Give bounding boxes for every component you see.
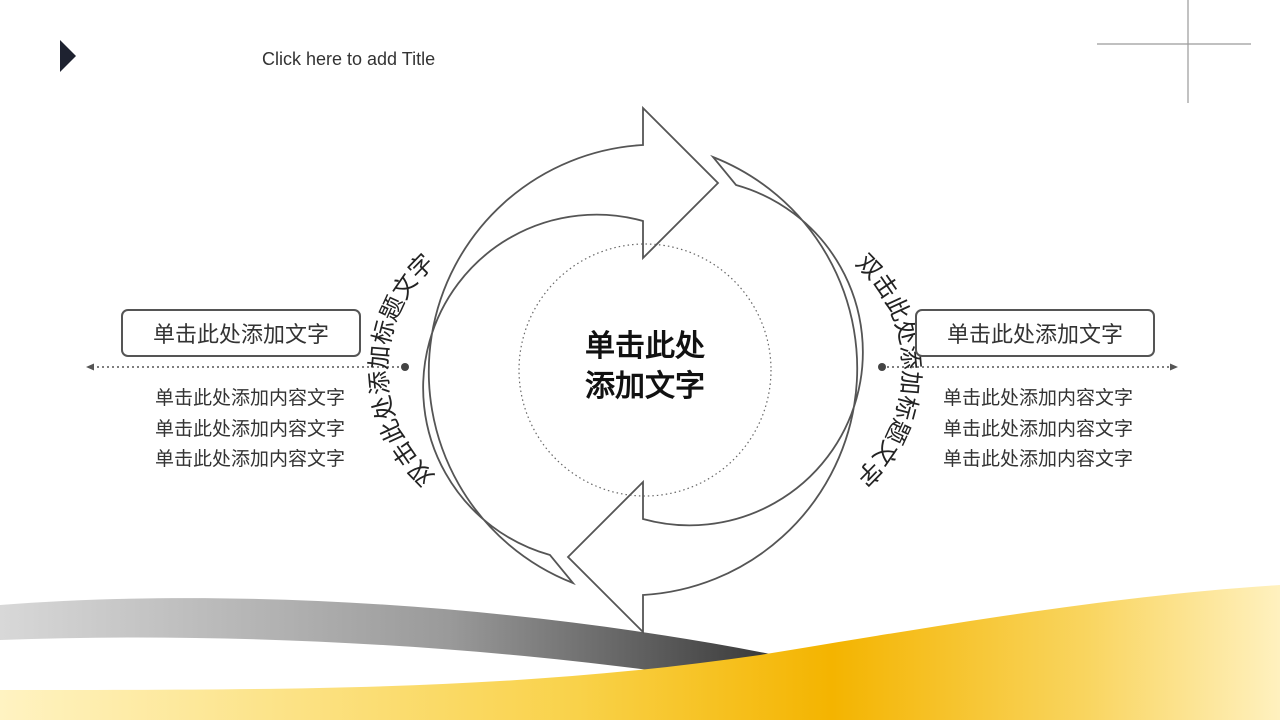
right-label-box[interactable]: 单击此处添加文字 [915,309,1155,357]
center-text[interactable]: 单击此处 添加文字 [555,327,735,407]
page-title[interactable]: Click here to add Title [262,49,436,69]
cycle-arrow-left [422,105,720,586]
center-text-line2: 添加文字 [585,369,705,404]
left-desc-line-3: 单击此处添加内容文字 [154,448,345,470]
inner-dotted-circle [518,243,772,497]
right-desc-line-3: 单击此处添加内容文字 [942,448,1133,470]
right-desc-line-2: 单击此处添加内容文字 [942,417,1133,440]
right-description[interactable]: 单击此处添加内容文字 单击此处添加内容文字 单击此处添加内容文字 [898,383,1178,475]
title-marker-icon [60,40,76,72]
right-label-text: 单击此处添加文字 [946,323,1123,348]
left-label-box[interactable]: 单击此处添加文字 [121,309,361,357]
left-desc-line-1: 单击此处添加内容文字 [154,387,345,409]
left-description[interactable]: 单击此处添加内容文字 单击此处添加内容文字 单击此处添加内容文字 [110,383,390,475]
center-text-line1: 单击此处 [585,329,705,364]
right-arrowhead-icon [1170,363,1178,371]
left-connector-dot [401,363,409,371]
left-label-text: 单击此处添加文字 [152,323,329,348]
left-arrowhead-icon [86,363,94,371]
right-connector-dot [878,363,886,371]
cycle-arrow-right [566,154,864,635]
right-desc-line-1: 单击此处添加内容文字 [942,387,1133,409]
left-desc-line-2: 单击此处添加内容文字 [154,417,345,440]
yellow-ribbon [0,585,1280,720]
